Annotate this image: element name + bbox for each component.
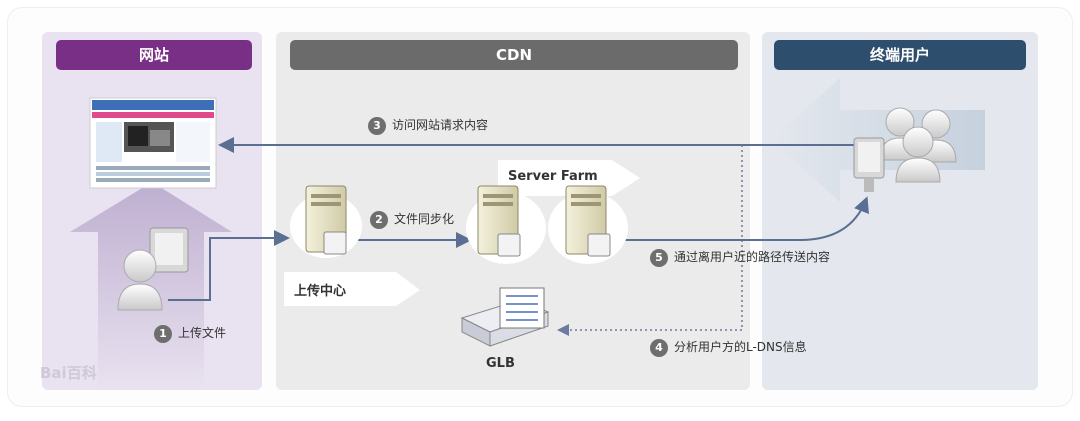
step-2-text: 文件同步化	[394, 212, 455, 226]
uploader-person-icon	[117, 227, 189, 311]
website-header: 网站	[56, 40, 252, 70]
step-1-number: 1	[154, 324, 172, 343]
end-user-panel	[762, 32, 1038, 390]
cdn-header: CDN	[290, 40, 738, 70]
glb-label: GLB	[486, 356, 515, 371]
end-users-icon	[853, 107, 957, 192]
step-2-number: 2	[370, 210, 388, 229]
server-farm-label: Server Farm	[508, 169, 598, 184]
glb-device-icon	[460, 287, 550, 347]
step-5-number: 5	[650, 248, 668, 267]
baidu-watermark: Bai百科	[40, 364, 97, 382]
upload-center-server-icon	[290, 185, 362, 258]
upload-center-callout	[284, 272, 420, 306]
step-4-text: 分析用户方的L-DNS信息	[674, 340, 807, 354]
step-5-label: 5 通过离用户近的路径传送内容	[650, 248, 830, 267]
website-screenshot-image	[89, 97, 217, 189]
step-1-text: 上传文件	[178, 326, 227, 340]
step-5-text: 通过离用户近的路径传送内容	[674, 250, 831, 264]
step-3-number: 3	[368, 116, 386, 135]
step-4-label: 4 分析用户方的L-DNS信息	[650, 338, 807, 357]
upload-center-label: 上传中心	[294, 284, 347, 299]
step-4-number: 4	[650, 338, 668, 357]
step-3-label: 3 访问网站请求内容	[368, 116, 488, 135]
server-farm-icon	[466, 185, 628, 264]
step-3-text: 访问网站请求内容	[392, 118, 489, 132]
step-2-label: 2 文件同步化	[370, 210, 454, 229]
step-1-label: 1 上传文件	[154, 324, 226, 343]
end-user-header: 终端用户	[774, 40, 1026, 70]
